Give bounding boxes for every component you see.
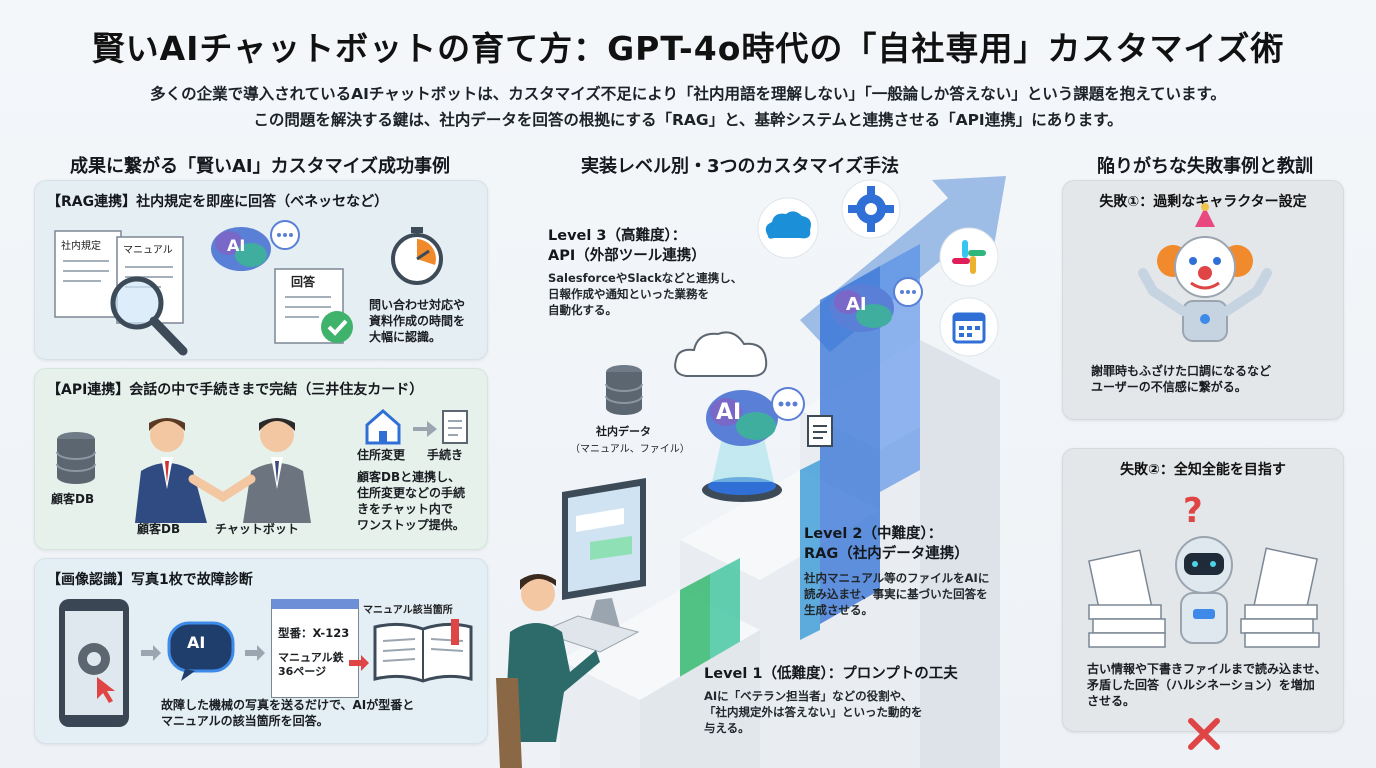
level1-title: Level 1（低難度）：プロンプトの工夫 <box>704 666 958 682</box>
stopwatch-icon <box>391 227 443 285</box>
ai-chat-label: AI <box>187 633 206 652</box>
center-heading: 実装レベル別・3つのカスタマイズ手法 <box>581 156 899 177</box>
robot-with-documents-icon <box>1088 536 1320 648</box>
red-arrow-icon <box>349 655 369 671</box>
failure2-desc: 古い情報や下書きファイルまで読み込ませ、 矛盾した回答（ハルシネーション）を増加… <box>1087 662 1327 708</box>
failure1-desc: 謝罪時もふざけた口調になるなど ユーザーの不信感に繋がる。 <box>1091 364 1272 394</box>
right-heading: 陥りがちな失敗事例と教訓 <box>1097 156 1313 177</box>
documents-magnifier-icon <box>54 230 188 356</box>
internal-data-database-icon <box>605 365 643 415</box>
cloud-icon <box>674 331 768 377</box>
case-card-rag-desc: 問い合わせ対応や 資料作成の時間を 大幅に認識。 <box>369 298 466 344</box>
failure2-title: 失敗②：全知全能を目指す <box>1120 462 1286 478</box>
case-card-api-desc: 顧客DBと連携し、 住所変更などの手続 きをチャット内で ワンストップ提供。 <box>357 470 466 532</box>
page-title: 賢いAIチャットボットの育て方：GPT-4o時代の「自社専用」カスタマイズ術 <box>91 29 1285 68</box>
flow-step-procedure: 手続き <box>427 448 464 462</box>
ai-brain-top-icon <box>830 277 923 332</box>
salesforce-cloud-icon[interactable] <box>752 196 824 260</box>
ai-hologram-icon <box>702 387 805 502</box>
failure1-title: 失敗①：過剰なキャラクター設定 <box>1099 194 1307 210</box>
level3-title: Level 3（高難度）： API（外部ツール連携） <box>548 228 706 264</box>
doc-label-rules: 社内規定 <box>61 241 101 252</box>
database-icon <box>56 432 96 484</box>
manual-page: マニュアル鉄 36ページ <box>278 651 344 678</box>
case-card-rag: 【RAG連携】社内規定を即座に回答（ベネッセなど） 社内規定 マニュアル AI … <box>34 180 488 360</box>
internal-data-label: 社内データ <box>596 425 651 438</box>
case-card-api-title: 【API連携】会話の中で手続きまで完結（三井住友カード） <box>47 382 424 398</box>
case-card-image: 【画像認識】写真1枚で故障診断 AI 型番：X-123 マニュアル鉄 36ページ… <box>34 558 488 744</box>
subtitle-line-1: 多くの企業で導入されているAIチャットボットは、カスタマイズ不足により「社内用語… <box>150 85 1226 103</box>
red-cross-icon <box>1188 718 1220 750</box>
left-heading: 成果に繋がる「賢いAI」カスタマイズ成功事例 <box>69 156 451 177</box>
ai-chat-bubble-icon <box>167 621 235 681</box>
internal-data-sublabel: （マニュアル、ファイル） <box>570 444 690 455</box>
case-card-image-title: 【画像認識】写真1枚で故障診断 <box>47 572 253 588</box>
open-book-icon <box>373 619 473 683</box>
doc-label-manual: マニュアル <box>123 245 173 256</box>
failure-card-1: 失敗①：過剰なキャラクター設定 謝罪時もふざけた口調になるなど ユーザーの不信感… <box>1062 180 1344 420</box>
ai-hologram-label: AI <box>716 400 742 425</box>
question-mark-icon: ? <box>1183 491 1203 531</box>
settings-gear-icon[interactable] <box>840 178 902 240</box>
ai-brain-icon <box>211 220 300 271</box>
person-label-1: 顧客DB <box>137 522 181 536</box>
person-label-2: チャットボット <box>215 522 299 536</box>
arrow-right-icon <box>141 645 161 661</box>
file-doc-icon <box>807 415 833 447</box>
person-at-computer-illustration <box>496 478 646 768</box>
book-label: マニュアル該当箇所 <box>363 605 453 616</box>
level2-desc: 社内マニュアル等のファイルをAIに 読み込ませ、事実に基づいた回答を 生成させる… <box>804 571 990 617</box>
answer-document-icon <box>274 268 353 344</box>
clown-robot-icon <box>1138 203 1272 342</box>
ai-brain-label: AI <box>227 236 246 255</box>
level2-title: Level 2（中難度）： RAG（社内データ連携） <box>804 526 969 562</box>
failure-card-2: 失敗②：全知全能を目指す ? 古い情報や下書きファイルまで読み込ませ、 矛盾した… <box>1062 448 1344 750</box>
ai-brain-top-label: AI <box>846 294 867 315</box>
handshake-people-icon <box>135 418 311 523</box>
calendar-icon[interactable] <box>938 296 1000 358</box>
answer-label: 回答 <box>291 275 316 289</box>
address-change-flow-icon <box>365 409 468 445</box>
arrow-right-icon-2 <box>245 645 265 661</box>
flow-step-address: 住所変更 <box>357 448 406 462</box>
model-number: 型番：X-123 <box>278 626 350 640</box>
case-card-image-desc: 故障した機械の写真を送るだけで、AIが型番と マニュアルの該当箇所を回答。 <box>161 698 415 728</box>
slack-icon[interactable] <box>938 226 1000 288</box>
chat-result-window: 型番：X-123 マニュアル鉄 36ページ <box>271 599 359 698</box>
subtitle-line-2: この問題を解決する鍵は、社内データを回答の根拠にする「RAG」と、基幹システムと… <box>253 111 1123 129</box>
database-label: 顧客DB <box>51 492 95 506</box>
staircase-diagram <box>560 176 1006 768</box>
case-card-api: 【API連携】会話の中で手続きまで完結（三井住友カード） 顧客DB 顧客DB チ… <box>34 368 488 550</box>
case-card-rag-title: 【RAG連携】社内規定を即座に回答（ベネッセなど） <box>47 194 389 210</box>
smartphone-camera-icon <box>59 599 129 727</box>
level1-desc: AIに「ベテラン担当者」などの役割や、 「社内規定外は答えない」といった動的を … <box>704 689 923 735</box>
level3-desc: SalesforceやSlackなどと連携し、 日報作成や通知といった業務を 自… <box>548 271 743 317</box>
